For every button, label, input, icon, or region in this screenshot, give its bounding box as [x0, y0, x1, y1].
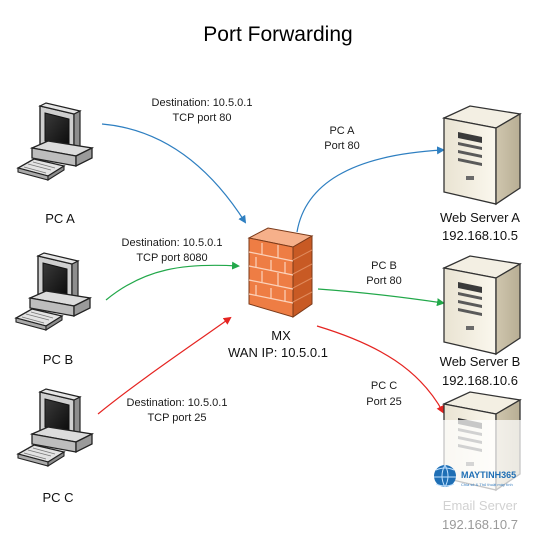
forward-a-port: Port 80 — [324, 140, 359, 152]
pc-c-port: TCP port 25 — [147, 412, 206, 424]
mx-wan-ip: WAN IP: 10.5.0.1 — [228, 345, 328, 360]
pc-b-destination: Destination: 10.5.0.1 — [122, 237, 223, 249]
arrow-mx-to-web-server-a — [296, 146, 445, 233]
forward-b-port: Port 80 — [366, 275, 401, 287]
web-server-a-icon — [443, 105, 521, 205]
web-server-b-icon — [443, 255, 521, 355]
page-title: Port Forwarding — [203, 23, 352, 46]
forward-c-source: PC C — [371, 380, 397, 392]
arrow-pc-c-to-mx — [97, 316, 232, 415]
arrow-pc-a-to-mx — [101, 123, 247, 224]
web-server-b-name: Web Server B — [440, 354, 521, 369]
arrow-mx-to-email-server — [316, 325, 444, 414]
pc-b-label: PC B — [43, 352, 73, 367]
firewall-icon — [247, 227, 314, 318]
forward-b-source: PC B — [371, 260, 397, 272]
web-server-a-name: Web Server A — [440, 210, 520, 225]
web-server-b-ip: 192.168.10.6 — [442, 373, 518, 388]
watermark-brand: MAYTINH365 — [461, 470, 516, 480]
web-server-a-ip: 192.168.10.5 — [442, 228, 518, 243]
pc-a-icon — [17, 102, 93, 181]
pc-b-icon — [15, 252, 91, 331]
email-server-name: Email Server — [443, 498, 518, 513]
pc-c-icon — [17, 388, 93, 467]
pc-b-port: TCP port 8080 — [136, 252, 207, 264]
pc-c-destination: Destination: 10.5.0.1 — [127, 397, 228, 409]
arrow-pc-b-to-mx — [105, 261, 240, 301]
pc-c-label: PC C — [42, 490, 73, 505]
forward-c-port: Port 25 — [366, 396, 401, 408]
email-server-ip: 192.168.10.7 — [442, 517, 518, 532]
pc-a-label: PC A — [45, 211, 75, 226]
watermark-tagline: Chia sẻ & Thủ thuật máy tính — [461, 482, 513, 487]
mx-label: MX — [271, 328, 291, 343]
pc-a-destination: Destination: 10.5.0.1 — [152, 97, 253, 109]
watermark-overlay: MAYTINH365 Chia sẻ & Thủ thuật máy tính — [422, 420, 536, 534]
globe-logo-icon — [434, 464, 456, 488]
pc-a-port: TCP port 80 — [172, 112, 231, 124]
arrow-mx-to-web-server-b — [317, 288, 445, 307]
forward-a-source: PC A — [329, 125, 355, 137]
